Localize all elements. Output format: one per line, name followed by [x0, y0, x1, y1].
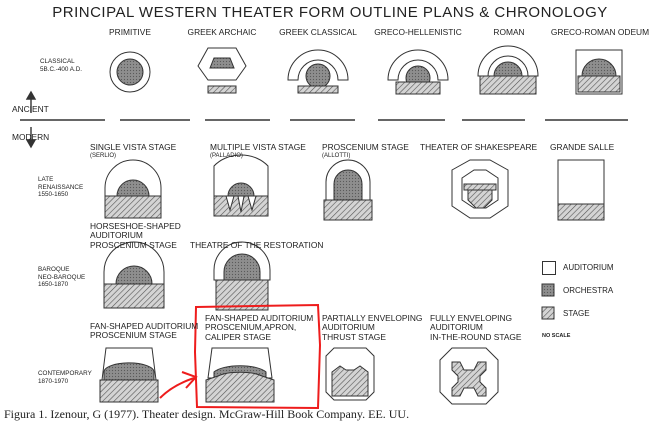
page-title: PRINCIPAL WESTERN THEATER FORM OUTLINE P…	[52, 4, 608, 21]
plan-roman	[477, 45, 539, 95]
label-multiple-vista: MULTIPLE VISTA STAGE (PALLADIO)	[210, 142, 306, 162]
axis-ancient-label: ANCIENT	[12, 104, 49, 114]
label-fan-caliper: FAN-SHAPED AUDITORIUM PROSCENIUM,APRON, …	[205, 313, 314, 342]
label-restoration: THEATRE OF THE RESTORATION	[190, 240, 324, 250]
figure-caption: Figura 1. Izenour, G (1977). Theater des…	[4, 407, 410, 421]
label-greek-classical: GREEK CLASSICAL	[279, 27, 357, 37]
plan-primitive	[109, 51, 151, 93]
label-multiple-vista-name: MULTIPLE VISTA STAGE	[210, 142, 306, 152]
plan-proscenium-allotti	[323, 159, 373, 221]
period-classical-name: CLASSICAL	[40, 58, 75, 65]
plan-fan-caliper	[205, 347, 275, 403]
period-baroque: BAROQUE NEO-BAROQUE 1650-1870	[38, 266, 86, 288]
label-proscenium-name: PROSCENIUM STAGE	[322, 142, 409, 152]
legend-auditorium-label: AUDITORIUM	[563, 263, 614, 272]
period-late-renaissance: LATE RENAISSANCE 1550-1650	[38, 176, 84, 198]
label-greco-roman-odeum: GRECO-ROMAN ODEUM	[550, 27, 650, 37]
highlight-box	[193, 303, 322, 410]
label-greek-archaic: GREEK ARCHAIC	[187, 27, 257, 37]
plan-restoration	[213, 241, 271, 311]
plan-theater-of-shakespeare	[451, 159, 509, 219]
legend-no-scale: NO SCALE	[542, 333, 571, 339]
label-multiple-vista-sub: (PALLADIO)	[210, 153, 243, 160]
label-grande-salle: GRANDE SALLE	[550, 142, 615, 152]
label-greco-hellenistic: GRECO-HELLENISTIC	[374, 27, 462, 37]
period-contemporary: CONTEMPORARY 1870-1970	[38, 370, 92, 385]
label-fan-proscenium: FAN-SHAPED AUDITORIUM PROSCENIUM STAGE	[90, 321, 199, 341]
legend-orchestra-label: ORCHESTRA	[563, 286, 614, 295]
label-proscenium-sub: (ALLOTTI)	[322, 153, 351, 160]
plan-greco-hellenistic	[387, 49, 449, 95]
label-primitive: PRIMITIVE	[109, 27, 151, 37]
plan-horseshoe	[103, 241, 165, 309]
axis-modern-label: MODERN	[12, 132, 50, 142]
legend-stage-label: STAGE	[563, 309, 590, 318]
legend-auditorium-swatch	[542, 261, 556, 275]
label-thrust-stage: PARTIALLY ENVELOPING AUDITORIUM THRUST S…	[322, 313, 423, 342]
plan-greek-archaic	[197, 47, 247, 94]
legend-stage-swatch	[541, 306, 555, 320]
plan-multiple-vista	[213, 154, 269, 217]
label-proscenium-allotti: PROSCENIUM STAGE (ALLOTTI)	[322, 142, 409, 162]
plan-greco-roman-odeum	[575, 49, 623, 95]
plan-in-the-round	[439, 347, 499, 405]
label-theater-of-shakespeare: THEATER OF SHAKESPEARE	[420, 142, 538, 152]
plan-grande-salle	[557, 159, 605, 221]
label-single-vista-name: SINGLE VISTA STAGE	[90, 142, 177, 152]
plan-single-vista	[104, 159, 162, 219]
plan-thrust-stage	[325, 347, 375, 401]
timeline	[20, 90, 628, 149]
label-single-vista-sub: (SERLIO)	[90, 153, 117, 160]
highlight-arrow	[159, 377, 195, 399]
label-single-vista: SINGLE VISTA STAGE (SERLIO)	[90, 142, 177, 162]
period-classical-range: 5B.C.-400 A.D.	[40, 65, 82, 73]
label-roman: ROMAN	[493, 27, 525, 37]
plan-greek-classical	[287, 49, 349, 94]
plan-fan-proscenium	[99, 347, 159, 403]
legend-orchestra-swatch	[541, 283, 555, 297]
highlight-annotation	[159, 303, 322, 410]
period-classical: CLASSICAL 5B.C.-400 A.D.	[40, 58, 82, 73]
label-in-the-round: FULLY ENVELOPING AUDITORIUM IN-THE-ROUND…	[430, 313, 522, 342]
label-horseshoe: HORSESHOE-SHAPED AUDITORIUM PROSCENIUM S…	[90, 221, 181, 250]
